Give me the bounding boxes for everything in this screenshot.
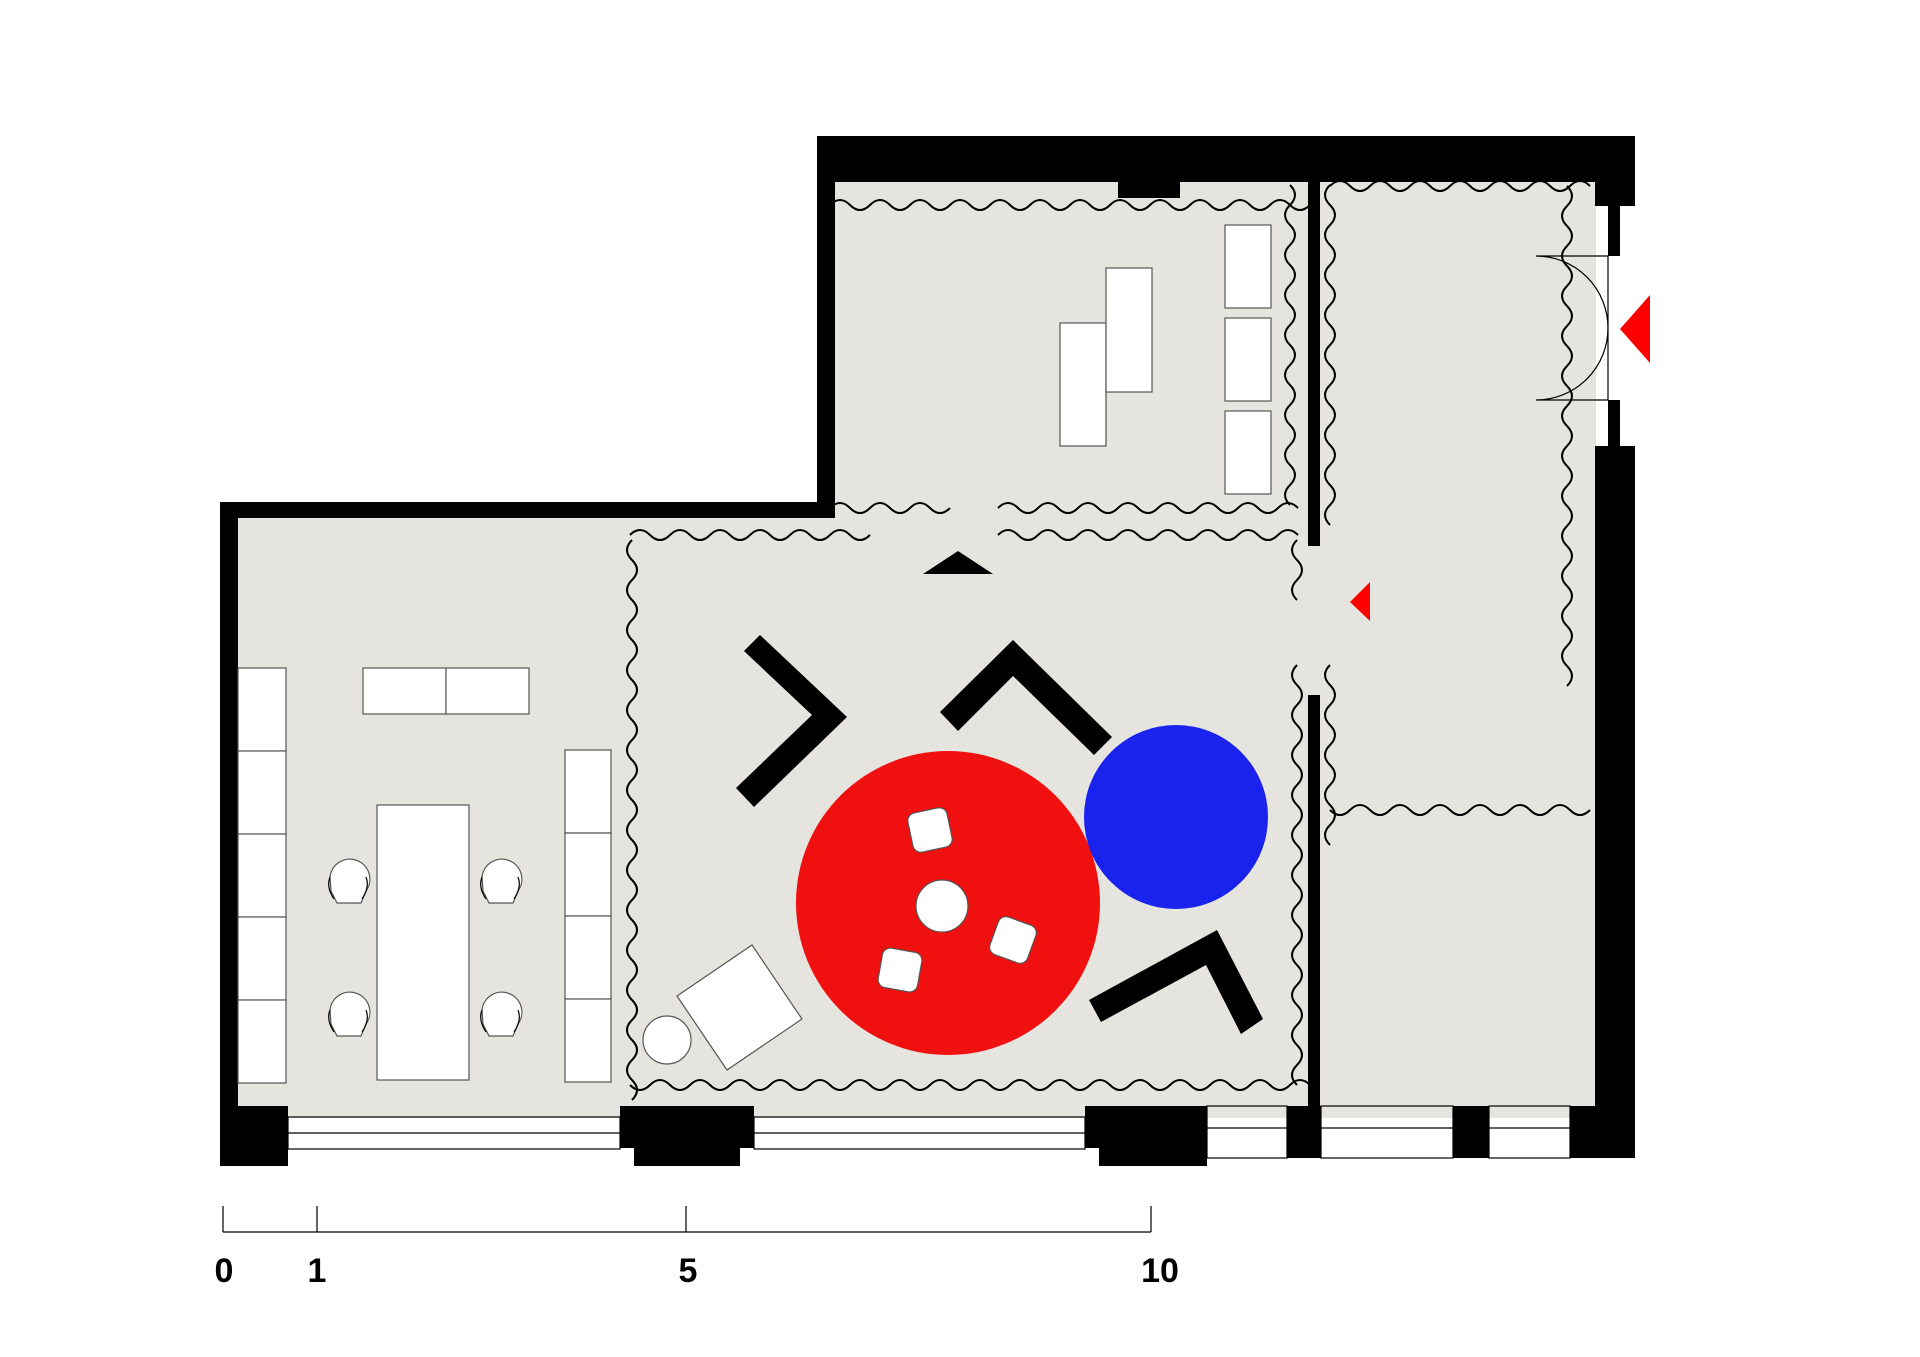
display-table-2 xyxy=(1105,267,1153,393)
bench-top-1 xyxy=(362,667,447,715)
blue-rug xyxy=(1084,725,1268,909)
l-bench-2 xyxy=(940,640,1112,755)
scale-bar: 0 1 5 10 xyxy=(215,1206,1179,1290)
scale-label-0: 0 xyxy=(215,1252,234,1290)
pillar-bottom-1b xyxy=(634,1146,740,1166)
entrance-marker-icon xyxy=(1350,582,1370,621)
cabinet-left-3 xyxy=(237,833,287,918)
floor-right-room xyxy=(1318,182,1596,1118)
window-bottom-4 xyxy=(1320,1105,1454,1159)
lounge-chair-3 xyxy=(877,947,923,993)
meeting-table xyxy=(376,804,470,1081)
cabinet-right-2 xyxy=(564,832,612,917)
scale-label-1: 1 xyxy=(308,1252,327,1290)
central-room-furniture xyxy=(642,635,1268,1071)
shelf-unit-2 xyxy=(1224,317,1272,402)
curtain-middle-left xyxy=(626,539,638,1101)
square-table xyxy=(676,944,803,1071)
chair-2 xyxy=(480,858,523,904)
l-bench-3 xyxy=(1089,930,1263,1034)
wall-divider-lower xyxy=(1308,695,1320,1157)
curtain-middle-bottom xyxy=(629,1079,1311,1091)
walls xyxy=(220,136,1635,1166)
curtain-middle-right-upper xyxy=(1291,539,1303,601)
round-side-table xyxy=(915,879,969,933)
pillar-bottom-5 xyxy=(1570,1106,1635,1158)
wall-upper-top xyxy=(817,136,1635,182)
cabinet-right-1 xyxy=(564,749,612,834)
shelf-unit-1 xyxy=(1224,224,1272,309)
left-room-furniture xyxy=(237,667,612,1084)
chair-4 xyxy=(480,991,523,1037)
cabinet-right-4 xyxy=(564,998,612,1083)
curtain-right-right xyxy=(1561,185,1573,687)
curtain-upper-bottom-right xyxy=(997,502,1299,514)
window-bottom-3 xyxy=(1206,1105,1288,1159)
display-table-1 xyxy=(1059,322,1107,447)
l-bench-1 xyxy=(736,635,847,807)
cabinet-right-3 xyxy=(564,915,612,1000)
small-round-table xyxy=(642,1015,692,1065)
scale-label-10: 10 xyxy=(1141,1252,1179,1290)
pillar-bottom-2b xyxy=(1099,1146,1207,1166)
chair-1 xyxy=(328,858,371,904)
window-bottom-5 xyxy=(1488,1105,1571,1159)
curtain-middle-right-lower xyxy=(1291,664,1303,1086)
curtain-right-left-upper xyxy=(1324,184,1336,526)
wall-left xyxy=(220,502,238,1166)
wall-upper-left xyxy=(817,136,835,518)
chair-3 xyxy=(328,991,371,1037)
wall-right-jamb-2 xyxy=(1608,400,1620,446)
view-marker-icon xyxy=(923,551,993,574)
wall-pillar-top xyxy=(1118,182,1180,198)
curtain-middle-top-right xyxy=(997,529,1299,541)
cabinet-left-2 xyxy=(237,750,287,835)
lounge-chair-2 xyxy=(989,916,1037,964)
curtain-middle-top-left xyxy=(629,529,871,541)
curtain-upper-top xyxy=(829,199,1311,211)
scale-label-5: 5 xyxy=(679,1252,698,1290)
cabinet-left-4 xyxy=(237,916,287,1001)
curtain-right-bottom xyxy=(1329,804,1591,816)
wall-left-top xyxy=(220,502,835,518)
curtains xyxy=(626,180,1591,1101)
bench-top-2 xyxy=(445,667,530,715)
pillar-bottom-4 xyxy=(1453,1106,1489,1158)
cabinet-left-5 xyxy=(237,999,287,1084)
wall-right-jamb-1 xyxy=(1608,206,1620,256)
curtain-right-top xyxy=(1329,180,1591,192)
curtain-upper-bottom-left xyxy=(829,502,951,514)
wall-divider-upper xyxy=(1308,182,1320,546)
lounge-chair-1 xyxy=(907,807,953,853)
door-swing-upper xyxy=(1535,255,1609,329)
curtain-right-left-lower xyxy=(1324,664,1336,846)
upper-room-furniture xyxy=(1059,224,1272,495)
entrance-marker-main-icon xyxy=(1620,295,1650,363)
markers xyxy=(923,295,1650,621)
pillar-bottom-1 xyxy=(620,1106,754,1148)
curtain-upper-right xyxy=(1284,184,1296,506)
windows xyxy=(287,1105,1571,1159)
pillar-bottom-3 xyxy=(1287,1106,1321,1158)
wall-right-top xyxy=(1595,182,1635,206)
wall-corner-left xyxy=(220,1106,288,1166)
shelf-unit-3 xyxy=(1224,410,1272,495)
wall-right xyxy=(1595,446,1635,1158)
cabinet-left-1 xyxy=(237,667,287,752)
pillar-bottom-2 xyxy=(1085,1106,1207,1148)
